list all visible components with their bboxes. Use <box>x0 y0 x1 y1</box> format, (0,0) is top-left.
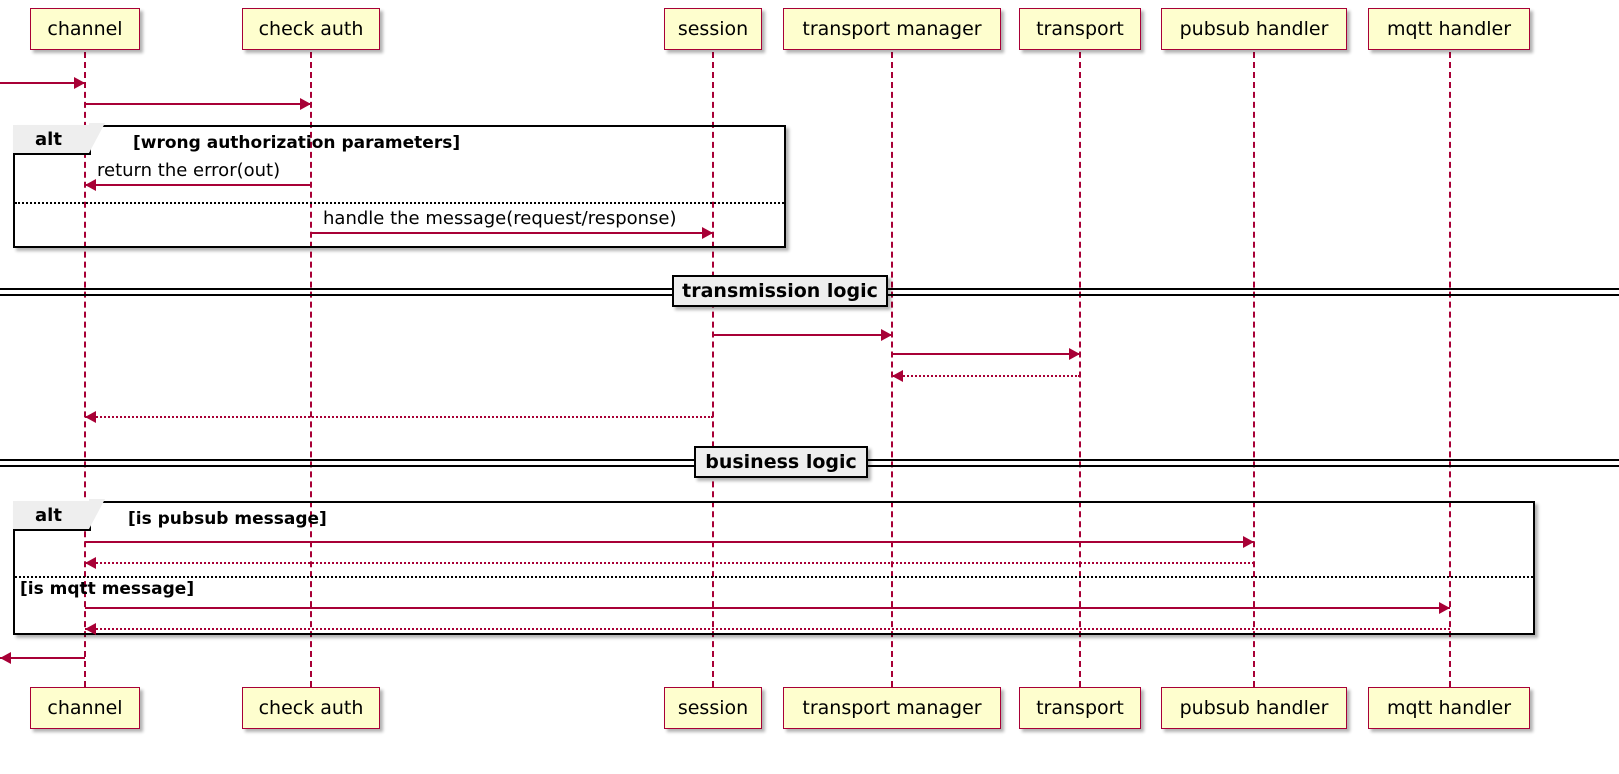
arrow-line-m12 <box>85 628 1450 630</box>
arrow-label-m3: return the error(out) <box>97 160 281 181</box>
lifeline-transport <box>1079 52 1081 687</box>
arrow-line-m2 <box>85 103 311 105</box>
arrow-line-m10 <box>85 562 1254 564</box>
frame-operator-alt1: alt <box>13 123 105 155</box>
arrow-line-m13 <box>0 657 85 659</box>
participant-top-channel[interactable]: channel <box>30 8 140 50</box>
arrow-head-m9 <box>1243 536 1254 548</box>
participant-bottom-transport_manager[interactable]: transport manager <box>783 687 1001 729</box>
frame-condition-alt2-1: [is mqtt message] <box>20 579 195 599</box>
arrow-head-m10 <box>85 557 96 569</box>
arrow-head-m6 <box>1069 348 1080 360</box>
frame-alt2 <box>13 501 1535 635</box>
participant-top-check_auth[interactable]: check auth <box>242 8 380 50</box>
arrow-line-m7 <box>892 375 1080 377</box>
arrow-head-m12 <box>85 623 96 635</box>
lifeline-check_auth <box>310 52 312 687</box>
frame-condition-alt2-0: [is pubsub message] <box>128 509 327 529</box>
participant-top-session[interactable]: session <box>664 8 762 50</box>
arrow-head-m11 <box>1439 602 1450 614</box>
divider-label-d2: business logic <box>694 446 868 478</box>
frame-divider-alt2 <box>15 576 1533 578</box>
frame-divider-alt1 <box>15 202 784 204</box>
participant-bottom-session[interactable]: session <box>664 687 762 729</box>
lifeline-mqtt_handler <box>1449 52 1451 687</box>
arrow-head-m7 <box>892 370 903 382</box>
participant-top-transport_manager[interactable]: transport manager <box>783 8 1001 50</box>
arrow-line-m9 <box>85 541 1254 543</box>
participant-top-transport[interactable]: transport <box>1019 8 1141 50</box>
arrow-line-m4 <box>311 232 713 234</box>
lifeline-pubsub_handler <box>1253 52 1255 687</box>
arrow-head-m5 <box>881 329 892 341</box>
arrow-label-m4: handle the message(request/response) <box>323 208 677 229</box>
arrow-line-m1 <box>0 82 85 84</box>
participant-bottom-mqtt_handler[interactable]: mqtt handler <box>1368 687 1530 729</box>
lifeline-channel <box>84 52 86 687</box>
arrow-line-m8 <box>85 416 713 418</box>
frame-operator-alt2: alt <box>13 499 105 531</box>
participant-top-mqtt_handler[interactable]: mqtt handler <box>1368 8 1530 50</box>
participant-bottom-transport[interactable]: transport <box>1019 687 1141 729</box>
lifeline-session <box>712 52 714 687</box>
arrow-head-m1 <box>74 77 85 89</box>
lifeline-transport_manager <box>891 52 893 687</box>
arrow-line-m3 <box>85 184 311 186</box>
arrow-head-m8 <box>85 411 96 423</box>
participant-bottom-channel[interactable]: channel <box>30 687 140 729</box>
arrow-line-m11 <box>85 607 1450 609</box>
frame-alt1 <box>13 125 786 248</box>
arrow-head-m3 <box>85 179 96 191</box>
participant-top-pubsub_handler[interactable]: pubsub handler <box>1161 8 1347 50</box>
arrow-head-m13 <box>0 652 11 664</box>
participant-bottom-pubsub_handler[interactable]: pubsub handler <box>1161 687 1347 729</box>
arrow-head-m2 <box>300 98 311 110</box>
frame-condition-alt1-0: [wrong authorization parameters] <box>133 133 461 153</box>
arrow-head-m4 <box>702 227 713 239</box>
divider-label-d1: transmission logic <box>672 275 888 307</box>
arrow-line-m5 <box>713 334 892 336</box>
participant-bottom-check_auth[interactable]: check auth <box>242 687 380 729</box>
arrow-line-m6 <box>892 353 1080 355</box>
